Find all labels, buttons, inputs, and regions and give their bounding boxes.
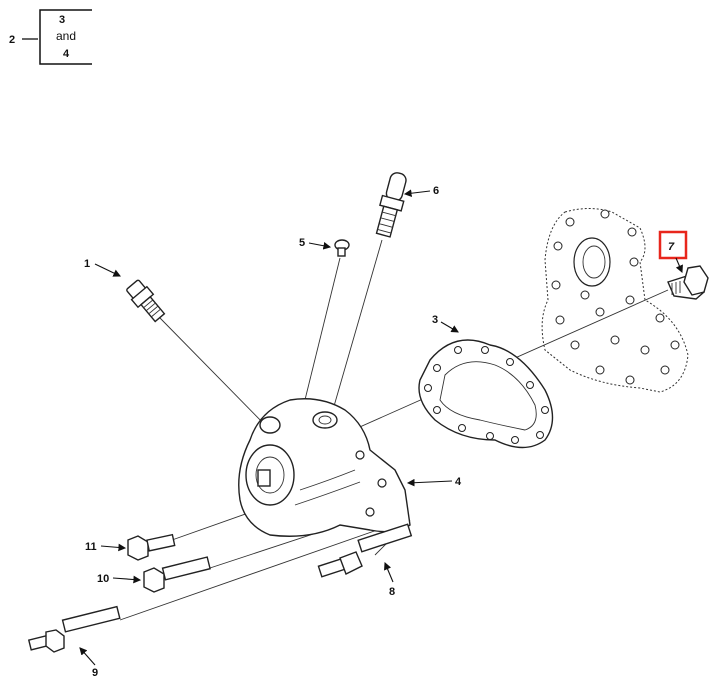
callout-10: 10 (97, 573, 109, 585)
part-9-stud (27, 605, 121, 653)
callout-6: 6 (433, 185, 439, 197)
part-11-bolt (127, 533, 176, 561)
part-10-bolt (143, 556, 211, 593)
cover-plate (541, 208, 689, 393)
gasket (418, 339, 554, 449)
callout-1: 1 (84, 258, 90, 270)
callout-5: 5 (299, 237, 305, 249)
highlight-box (658, 230, 688, 260)
callout-7[interactable]: 7 (668, 241, 675, 253)
pump-body (238, 398, 411, 537)
part-7-bolt (667, 265, 709, 300)
part-6-tube-fitting (375, 172, 407, 238)
callout-9: 9 (92, 667, 98, 679)
part-8-stud (317, 523, 413, 578)
part-1-fitting (126, 279, 166, 323)
bracket-ref: 2 (9, 34, 15, 46)
callouts: 1 3 4 5 6 7 8 9 10 11 (79, 185, 688, 679)
bracket-bottom: 4 (63, 48, 70, 60)
assembly-bracket: 2 3 and 4 (9, 9, 92, 65)
callout-11: 11 (85, 541, 97, 553)
callout-3: 3 (432, 314, 438, 326)
callout-8: 8 (389, 586, 395, 598)
callout-4: 4 (455, 476, 462, 488)
part-5-pin (334, 239, 350, 257)
bracket-top: 3 (59, 14, 65, 26)
bracket-mid: and (56, 29, 76, 43)
